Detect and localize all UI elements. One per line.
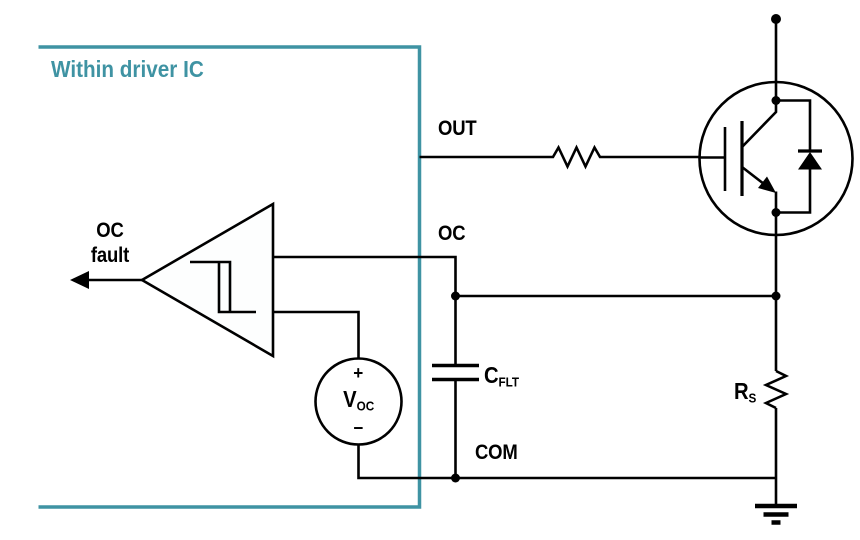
oc-fault-line2: fault: [90, 244, 130, 268]
sense-resistor-zigzag: [762, 369, 790, 410]
junction-dot: [771, 291, 781, 301]
vsource-bottom-wire: [357, 444, 456, 480]
vsource-label: VOC: [342, 385, 375, 414]
vsource-plus-sign: +: [353, 363, 364, 383]
hysteresis-icon: [190, 260, 256, 314]
driver-ic-title: Within driver IC: [51, 56, 204, 82]
out-wire-gate-resistor: [419, 144, 700, 170]
sense-resistor-subscript: S: [748, 390, 757, 406]
pin-label-com: COM: [475, 441, 518, 464]
vsource-minus-sign: −: [353, 417, 364, 438]
comparator-triangle: [139, 201, 275, 359]
junction-dot: [451, 473, 460, 483]
diode-branch-wire: [776, 99, 812, 214]
fault-arrow-icon: [70, 271, 89, 289]
filter-capacitor: [432, 363, 479, 478]
oc-fault-label: OC fault: [75, 218, 145, 268]
oc-fault-line1: OC: [96, 219, 124, 242]
igbt-emitter-arrow-icon: [758, 176, 776, 193]
junction-dot: [451, 291, 460, 301]
comparator-ref-wire: [273, 310, 360, 359]
junction-dot: [771, 96, 781, 105]
oc-wire: [273, 255, 457, 365]
capacitor-symbol: C: [484, 362, 499, 388]
vsource-subscript: OC: [356, 398, 375, 414]
pin-label-oc: OC: [438, 222, 466, 245]
freewheel-diode: [776, 99, 822, 214]
supply-terminal-dot: [771, 14, 781, 24]
driver-ic-boundary: [38, 45, 422, 509]
ground-icon: [755, 503, 797, 525]
sense-resistor-symbol: R: [734, 378, 749, 404]
capacitor-subscript: FLT: [498, 374, 520, 390]
vsource-symbol: V: [342, 385, 357, 412]
igbt: [699, 19, 822, 296]
capacitor-label: CFLT: [484, 364, 519, 389]
voltage-source-labels: + VOC −: [316, 359, 401, 444]
diode-triangle-icon: [798, 152, 822, 170]
igbt-emitter-wire: [741, 165, 765, 186]
pin-label-out: OUT: [438, 117, 477, 140]
sense-resistor-label: RS: [734, 380, 756, 405]
junction-dot: [771, 208, 781, 217]
igbt-collector-wire: [741, 19, 778, 148]
